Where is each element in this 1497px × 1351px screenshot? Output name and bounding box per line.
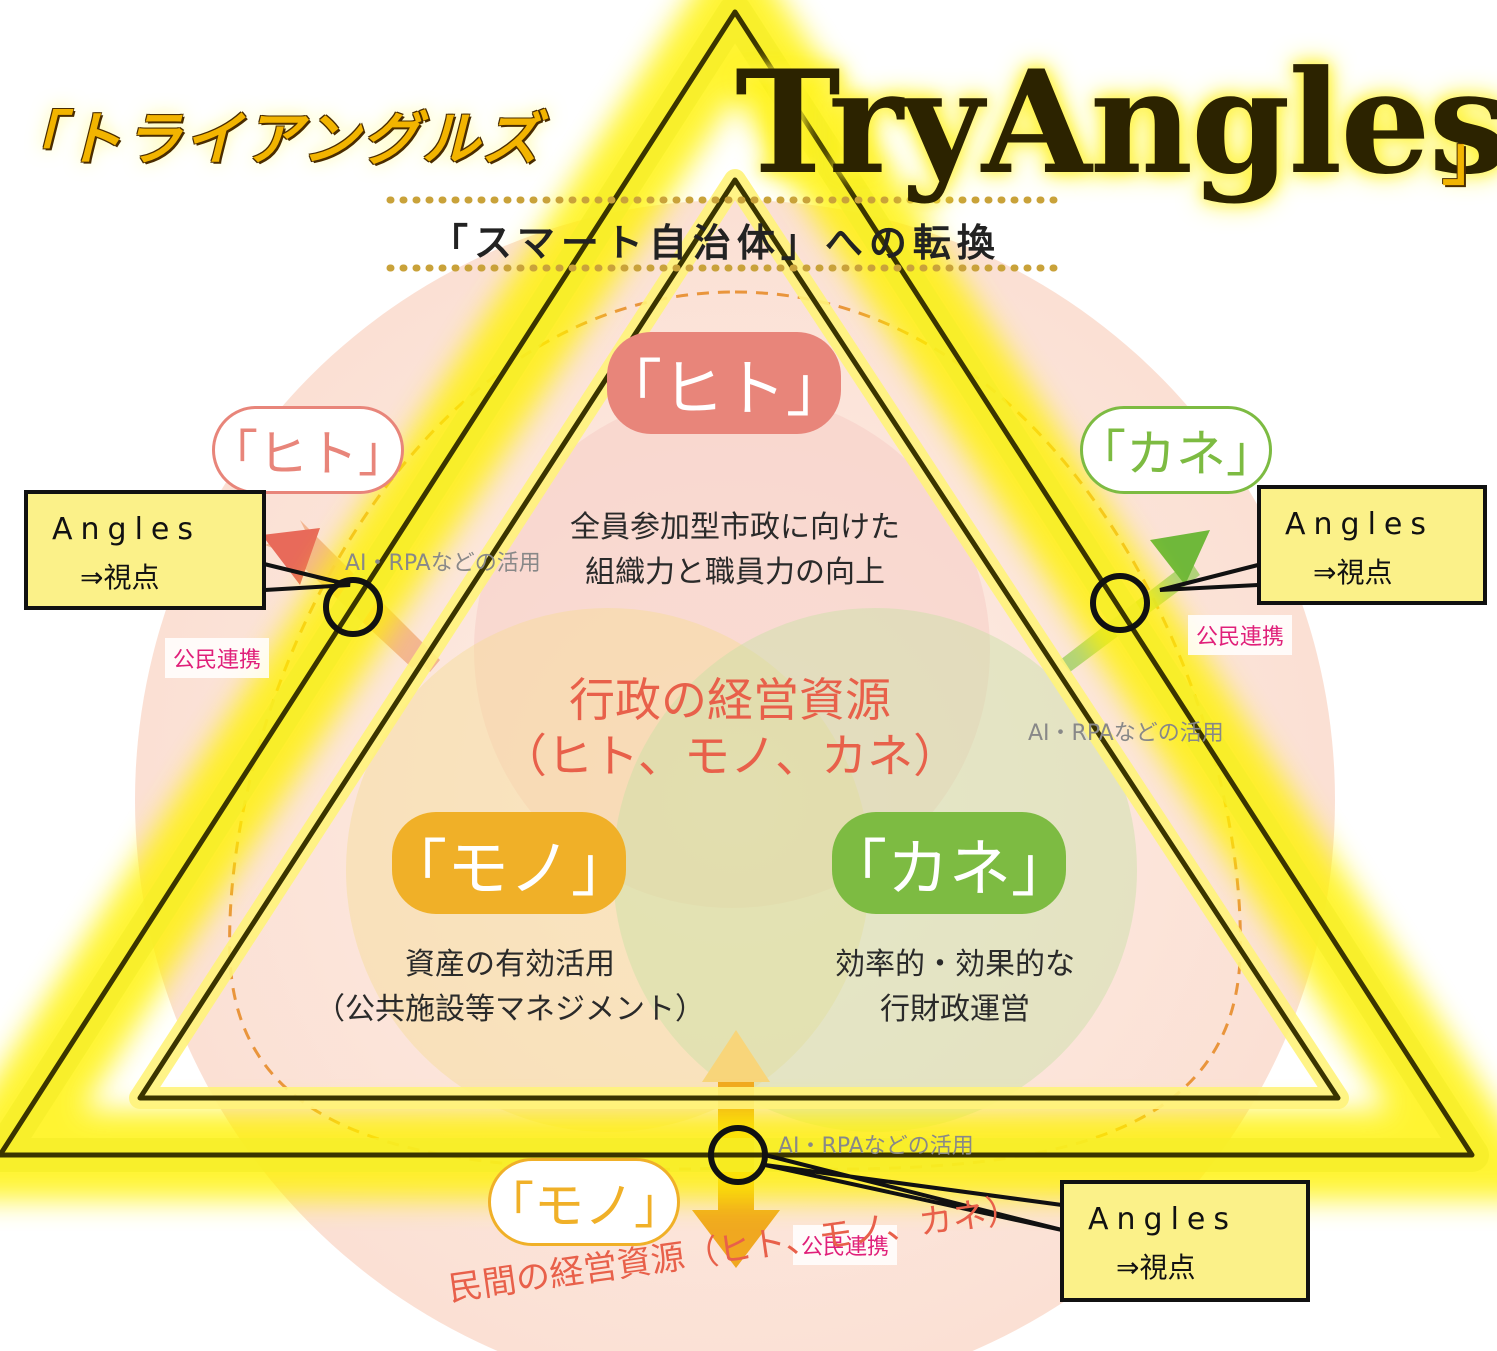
arrow-kane-head bbox=[1150, 530, 1210, 585]
hito-description: 全員参加型市政に向けた 組織力と職員力の向上 bbox=[540, 505, 930, 595]
arrow-hito-head bbox=[262, 528, 320, 585]
pill-kane: 「カネ」 bbox=[825, 812, 1073, 914]
hito-desc-line2: 組織力と職員力の向上 bbox=[585, 555, 885, 590]
ai-label-left: AI・RPAなどの活用 bbox=[345, 551, 541, 576]
center-title-line2: （ヒト、モノ、カネ） bbox=[500, 729, 960, 783]
callout-bottom-jp: ⇒視点 bbox=[1116, 1251, 1196, 1284]
leader-right bbox=[1159, 563, 1259, 592]
outer-pill-kane: 「カネ」 bbox=[1076, 406, 1276, 494]
pill-kane-label: 「カネ」 bbox=[825, 832, 1074, 905]
kane-description: 効率的・効果的な 行財政運営 bbox=[800, 942, 1110, 1032]
viewpoint-circle-bottom bbox=[708, 1125, 768, 1185]
center-title: 行政の経営資源 （ヒト、モノ、カネ） bbox=[470, 672, 990, 784]
outer-pill-hito: 「ヒト」 bbox=[208, 406, 408, 494]
callout-left-jp: ⇒視点 bbox=[80, 561, 160, 594]
pill-hito: 「ヒト」 bbox=[600, 332, 848, 434]
center-title-line1: 行政の経営資源 bbox=[569, 673, 891, 727]
outer-pill-kane-label: 「カネ」 bbox=[1076, 425, 1276, 483]
subtitle: 「スマート自治体」への転換 bbox=[430, 221, 1001, 265]
viewpoint-circle-left bbox=[323, 577, 383, 637]
ai-label-right: AI・RPAなどの活用 bbox=[1028, 721, 1224, 746]
callout-right: Angles ⇒視点 bbox=[1257, 485, 1487, 605]
pill-mono: 「モノ」 bbox=[385, 812, 633, 914]
hito-desc-line1: 全員参加型市政に向けた bbox=[570, 510, 900, 545]
outer-pill-mono: 「モノ」 bbox=[484, 1158, 684, 1246]
callout-left: Angles ⇒視点 bbox=[24, 490, 266, 610]
callout-left-en: Angles bbox=[52, 512, 202, 547]
mono-desc-line2: （公共施設等マネジメント） bbox=[315, 992, 705, 1027]
outer-pill-mono-label: 「モノ」 bbox=[484, 1177, 684, 1235]
arrow-mono-head bbox=[692, 1210, 780, 1268]
koumin-label-right: 公民連携 bbox=[1188, 615, 1293, 655]
callout-right-jp: ⇒視点 bbox=[1313, 556, 1393, 589]
pill-hito-label: 「ヒト」 bbox=[600, 352, 849, 425]
title-close-bracket: 」 bbox=[1442, 124, 1497, 194]
callout-bottom-en: Angles bbox=[1088, 1202, 1238, 1237]
pill-mono-label: 「モノ」 bbox=[385, 832, 634, 905]
kane-desc-line2: 行財政運営 bbox=[880, 992, 1030, 1027]
ai-label-bottom: AI・RPAなどの活用 bbox=[778, 1134, 974, 1159]
title-japanese: 「トライアングルズ bbox=[4, 105, 542, 173]
callout-bottom: Angles ⇒視点 bbox=[1060, 1180, 1310, 1302]
mono-desc-line1: 資産の有効活用 bbox=[405, 947, 615, 982]
title-english: TryAngles bbox=[735, 40, 1497, 206]
koumin-label-bottom: 公民連携 bbox=[793, 1225, 898, 1265]
venn-circle-hito bbox=[474, 392, 990, 908]
mono-description: 資産の有効活用 （公共施設等マネジメント） bbox=[300, 942, 720, 1032]
outer-pill-hito-label: 「ヒト」 bbox=[208, 425, 408, 483]
leader-left bbox=[259, 561, 351, 592]
koumin-label-left: 公民連携 bbox=[165, 638, 270, 678]
kane-desc-line1: 効率的・効果的な bbox=[835, 947, 1075, 982]
arrow-mono-up bbox=[702, 1030, 770, 1082]
leader-bottom bbox=[764, 1153, 1063, 1232]
viewpoint-circle-right bbox=[1090, 573, 1150, 633]
callout-right-en: Angles bbox=[1285, 507, 1435, 542]
